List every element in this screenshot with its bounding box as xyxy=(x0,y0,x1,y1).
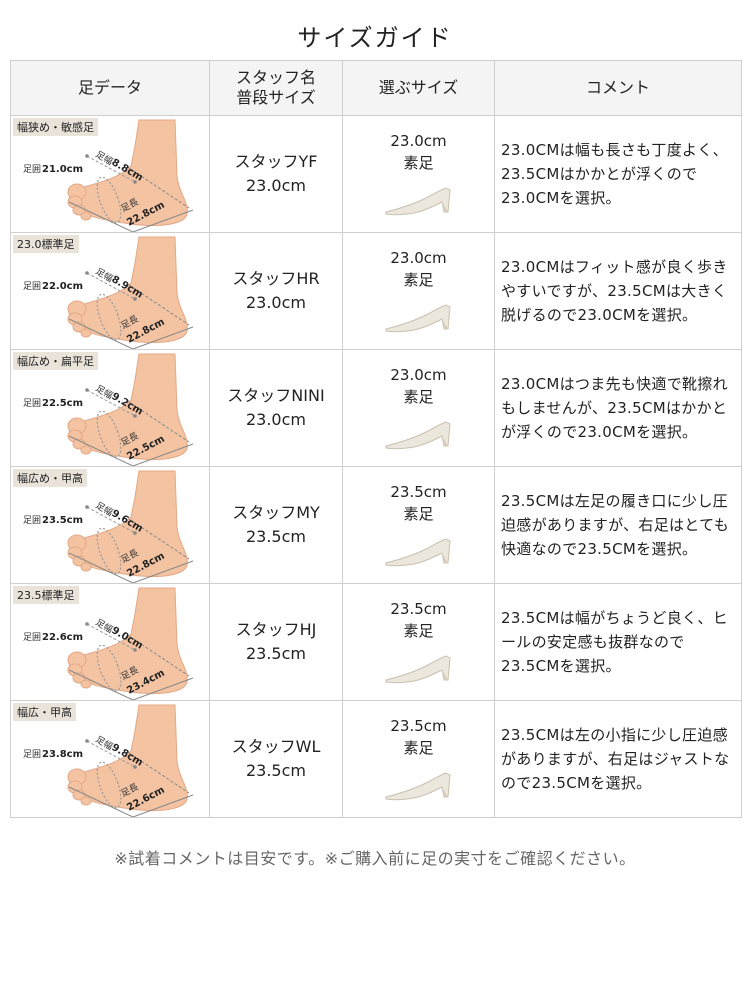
foot-girth-value: 22.5cm xyxy=(42,398,83,409)
pump-shoe-icon xyxy=(385,304,451,333)
staff-cell: スタッフYF 23.0cm xyxy=(209,115,343,233)
foot-data-cell: 足幅 9.0cm 足長 23.4cm 足囲 22.6cm 23.5標準足 xyxy=(10,583,210,701)
chosen-size: 23.0cm xyxy=(390,249,447,267)
staff-name: スタッフMY xyxy=(232,503,320,522)
foot-type-tag: 23.5標準足 xyxy=(13,586,79,604)
chosen-size-cell: 23.0cm 素足 xyxy=(342,232,495,350)
foot-type-tag: 幅狭め・敏感足 xyxy=(13,118,98,136)
staff-usual-size: 23.5cm xyxy=(245,644,306,663)
foot-illustration-icon: 足幅 9.8cm 足長 22.6cm 足囲 23.8cm xyxy=(23,704,194,817)
foot-girth-label: 足囲 xyxy=(23,164,41,175)
foot-data-cell: 足幅 9.8cm 足長 22.6cm 足囲 23.8cm 幅広・甲高 xyxy=(10,700,210,818)
foot-girth-value: 21.0cm xyxy=(42,164,83,175)
foot-illustration-icon: 足幅 9.6cm 足長 22.8cm 足囲 23.5cm xyxy=(23,470,194,583)
foot-girth-value: 22.0cm xyxy=(42,281,83,292)
pump-shoe-icon xyxy=(385,421,451,450)
staff-cell: スタッフMY 23.5cm xyxy=(209,466,343,584)
staff-usual-size: 23.5cm xyxy=(245,527,306,546)
foot-illustration-icon: 足幅 9.2cm 足長 22.5cm 足囲 22.5cm xyxy=(23,353,194,466)
foot-illustration-icon: 足幅 9.0cm 足長 23.4cm 足囲 22.6cm xyxy=(23,587,194,700)
comment-cell: 23.5CMは幅がちょうど良く、ヒールの安定感も抜群なので23.5CMを選択。 xyxy=(494,583,742,701)
staff-cell: スタッフHJ 23.5cm xyxy=(209,583,343,701)
chosen-size-cell: 23.0cm 素足 xyxy=(342,349,495,467)
staff-cell: スタッフNINI 23.0cm xyxy=(209,349,343,467)
staff-usual-size: 23.0cm xyxy=(245,410,306,429)
wear-condition: 素足 xyxy=(403,622,434,640)
table-row: 足幅 9.0cm 足長 23.4cm 足囲 22.6cm 23.5標準足 スタッ… xyxy=(10,583,742,701)
staff-name: スタッフNINI xyxy=(227,386,325,405)
foot-type-tag: 幅広め・甲高 xyxy=(13,469,87,487)
foot-girth-value: 23.8cm xyxy=(42,749,83,760)
header-chosen-size: 選ぶサイズ xyxy=(342,60,495,116)
chosen-size-cell: 23.5cm 素足 xyxy=(342,466,495,584)
wear-condition: 素足 xyxy=(403,388,434,406)
table-row: 足幅 8.9cm 足長 22.8cm 足囲 22.0cm 23.0標準足 スタッ… xyxy=(10,232,742,350)
header-usual-size: 普段サイズ xyxy=(236,88,316,107)
staff-cell: スタッフWL 23.5cm xyxy=(209,700,343,818)
pump-shoe-icon xyxy=(385,772,451,801)
footnote: ※試着コメントは目安です。※ご購入前に足の実寸をご確認ください。 xyxy=(114,849,636,868)
table-row: 足幅 9.2cm 足長 22.5cm 足囲 22.5cm 幅広め・扁平足 スタッ… xyxy=(10,349,742,467)
foot-illustration-icon: 足幅 8.9cm 足長 22.8cm 足囲 22.0cm xyxy=(23,236,194,349)
comment-cell: 23.0CMはつま先も快適で靴擦れもしませんが、23.5CMはかかとが浮くので2… xyxy=(494,349,742,467)
chosen-size: 23.5cm xyxy=(390,483,447,501)
header-staff: スタッフ名 普段サイズ xyxy=(209,60,343,116)
chosen-size: 23.0cm xyxy=(390,132,447,150)
foot-girth-label: 足囲 xyxy=(23,632,41,643)
wear-condition: 素足 xyxy=(403,154,434,172)
header-foot-data: 足データ xyxy=(10,60,210,116)
foot-girth-value: 23.5cm xyxy=(42,515,83,526)
size-guide-table: 足データ スタッフ名 普段サイズ 選ぶサイズ コメント xyxy=(10,60,742,818)
header-comment: コメント xyxy=(494,60,742,116)
foot-illustration-icon: 足幅 8.8cm 足長 22.8cm 足囲 21.0cm xyxy=(23,119,194,232)
foot-data-cell: 足幅 9.6cm 足長 22.8cm 足囲 23.5cm 幅広め・甲高 xyxy=(10,466,210,584)
foot-type-tag: 幅広・甲高 xyxy=(13,703,76,721)
staff-name: スタッフYF xyxy=(234,152,318,171)
chosen-size: 23.5cm xyxy=(390,717,447,735)
foot-girth-label: 足囲 xyxy=(23,281,41,292)
pump-shoe-icon xyxy=(385,655,451,684)
wear-condition: 素足 xyxy=(403,739,434,757)
chosen-size-cell: 23.5cm 素足 xyxy=(342,700,495,818)
pump-shoe-icon xyxy=(385,538,451,567)
table-row: 足幅 9.6cm 足長 22.8cm 足囲 23.5cm 幅広め・甲高 スタッフ… xyxy=(10,466,742,584)
staff-name: スタッフHR xyxy=(232,269,320,288)
staff-usual-size: 23.5cm xyxy=(245,761,306,780)
comment-cell: 23.0CMは幅も長さも丁度よく、23.5CMはかかとが浮くので23.0CMを選… xyxy=(494,115,742,233)
pump-shoe-icon xyxy=(385,187,451,216)
chosen-size-cell: 23.5cm 素足 xyxy=(342,583,495,701)
wear-condition: 素足 xyxy=(403,271,434,289)
foot-girth-label: 足囲 xyxy=(23,749,41,760)
staff-name: スタッフWL xyxy=(231,737,321,756)
table-row: 足幅 9.8cm 足長 22.6cm 足囲 23.8cm 幅広・甲高 スタッフW… xyxy=(10,700,742,818)
chosen-size: 23.0cm xyxy=(390,366,447,384)
staff-cell: スタッフHR 23.0cm xyxy=(209,232,343,350)
staff-usual-size: 23.0cm xyxy=(245,176,306,195)
foot-girth-label: 足囲 xyxy=(23,515,41,526)
table-header-row: 足データ スタッフ名 普段サイズ 選ぶサイズ コメント xyxy=(10,60,742,116)
table-row: 足幅 8.8cm 足長 22.8cm 足囲 21.0cm 幅狭め・敏感足 スタッ… xyxy=(10,115,742,233)
comment-cell: 23.5CMは左足の履き口に少し圧迫感がありますが、右足はとても快適なので23.… xyxy=(494,466,742,584)
wear-condition: 素足 xyxy=(403,505,434,523)
page-title: サイズガイド xyxy=(297,24,453,52)
chosen-size: 23.5cm xyxy=(390,600,447,618)
foot-girth-value: 22.6cm xyxy=(42,632,83,643)
foot-data-cell: 足幅 8.9cm 足長 22.8cm 足囲 22.0cm 23.0標準足 xyxy=(10,232,210,350)
foot-type-tag: 幅広め・扁平足 xyxy=(13,352,98,370)
foot-data-cell: 足幅 9.2cm 足長 22.5cm 足囲 22.5cm 幅広め・扁平足 xyxy=(10,349,210,467)
foot-girth-label: 足囲 xyxy=(23,398,41,409)
staff-usual-size: 23.0cm xyxy=(245,293,306,312)
foot-type-tag: 23.0標準足 xyxy=(13,235,79,253)
staff-name: スタッフHJ xyxy=(235,620,317,639)
comment-cell: 23.5CMは左の小指に少し圧迫感がありますが、右足はジャストなので23.5CM… xyxy=(494,700,742,818)
header-staff-name: スタッフ名 xyxy=(235,68,316,87)
foot-data-cell: 足幅 8.8cm 足長 22.8cm 足囲 21.0cm 幅狭め・敏感足 xyxy=(10,115,210,233)
chosen-size-cell: 23.0cm 素足 xyxy=(342,115,495,233)
comment-cell: 23.0CMはフィット感が良く歩きやすいですが、23.5CMは大きく脱げるので2… xyxy=(494,232,742,350)
